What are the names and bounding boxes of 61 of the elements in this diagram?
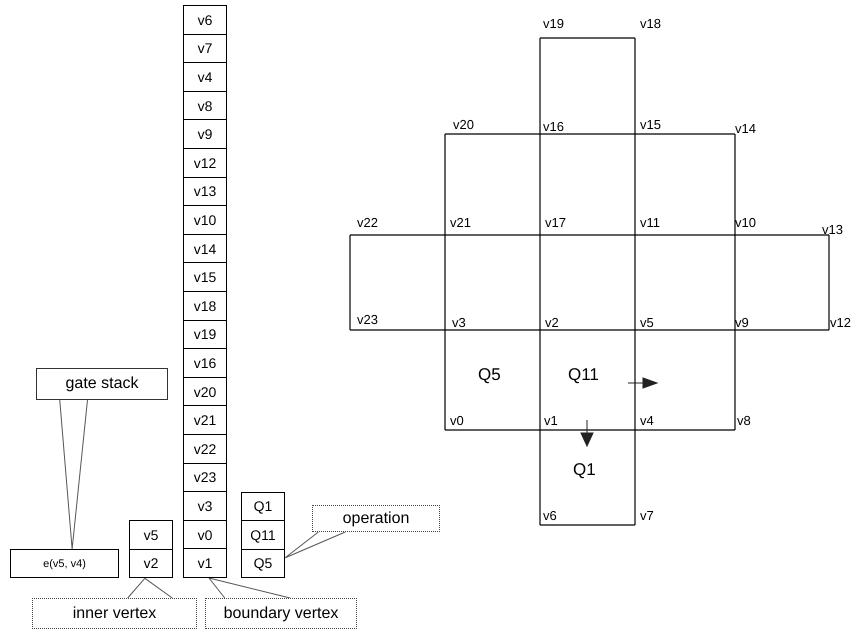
face-label: Q5 bbox=[478, 366, 501, 383]
leader-line bbox=[208, 578, 291, 598]
vertex-label: v15 bbox=[640, 118, 661, 131]
vertex-box: v0 bbox=[183, 520, 227, 550]
vertex-box: v4 bbox=[183, 62, 227, 92]
callout-box: operation bbox=[312, 505, 440, 532]
vertex-box: v7 bbox=[183, 34, 227, 64]
callout-box: boundary vertex bbox=[205, 598, 357, 629]
vertex-box: v1 bbox=[183, 548, 227, 578]
leader-line bbox=[59, 400, 88, 550]
vertex-label: v12 bbox=[830, 316, 851, 329]
vertex-box: v5 bbox=[129, 520, 173, 550]
vertex-label: v23 bbox=[357, 313, 378, 326]
vertex-label: v7 bbox=[640, 509, 654, 522]
vertex-label: v19 bbox=[543, 17, 564, 30]
vertex-box: v9 bbox=[183, 119, 227, 149]
face-label: Q11 bbox=[568, 366, 599, 383]
vertex-box: v15 bbox=[183, 262, 227, 292]
vertex-label: v3 bbox=[452, 316, 466, 329]
leader-line bbox=[127, 578, 173, 598]
vertex-box: v13 bbox=[183, 176, 227, 206]
vertex-box: Q5 bbox=[241, 548, 285, 578]
vertex-label: v9 bbox=[735, 316, 749, 329]
vertex-label: v5 bbox=[640, 316, 654, 329]
callout-box: gate stack bbox=[36, 368, 168, 400]
vertex-label: v17 bbox=[545, 216, 566, 229]
leader-line bbox=[284, 532, 346, 558]
vertex-label: v10 bbox=[735, 216, 756, 229]
vertex-label: v21 bbox=[450, 216, 471, 229]
vertex-box: v23 bbox=[183, 462, 227, 492]
vertex-box: v10 bbox=[183, 205, 227, 235]
vertex-label: v2 bbox=[545, 316, 559, 329]
vertex-box: v22 bbox=[183, 434, 227, 464]
vertex-label: v4 bbox=[640, 414, 654, 427]
vertex-box: v19 bbox=[183, 320, 227, 350]
vertex-label: v16 bbox=[543, 120, 564, 133]
vertex-label: v18 bbox=[640, 17, 661, 30]
vertex-box: v21 bbox=[183, 405, 227, 435]
vertex-label: v11 bbox=[640, 216, 660, 229]
vertex-box: v16 bbox=[183, 348, 227, 378]
vertex-box: v2 bbox=[129, 548, 173, 578]
vertex-box: v3 bbox=[183, 491, 227, 521]
vertex-label: v0 bbox=[450, 414, 464, 427]
vertex-label: v14 bbox=[735, 122, 756, 135]
vertex-box: v18 bbox=[183, 291, 227, 321]
callout-box: inner vertex bbox=[32, 598, 197, 629]
vertex-box: v20 bbox=[183, 376, 227, 406]
vertex-label: v20 bbox=[453, 118, 474, 131]
vertex-label: v8 bbox=[737, 414, 751, 427]
vertex-box: v14 bbox=[183, 234, 227, 264]
vertex-label: v13 bbox=[822, 223, 843, 236]
vertex-label: v6 bbox=[543, 509, 557, 522]
vertex-box: v6 bbox=[183, 5, 227, 35]
vertex-box: Q1 bbox=[241, 492, 285, 522]
vertex-label: v22 bbox=[357, 216, 378, 229]
vertex-box: v12 bbox=[183, 148, 227, 178]
vertex-label: v1 bbox=[544, 414, 558, 427]
edge-label-box: e(v5, v4) bbox=[10, 549, 119, 578]
vertex-box: Q11 bbox=[241, 520, 285, 550]
vertex-box: v8 bbox=[183, 90, 227, 120]
face-label: Q1 bbox=[573, 461, 596, 478]
